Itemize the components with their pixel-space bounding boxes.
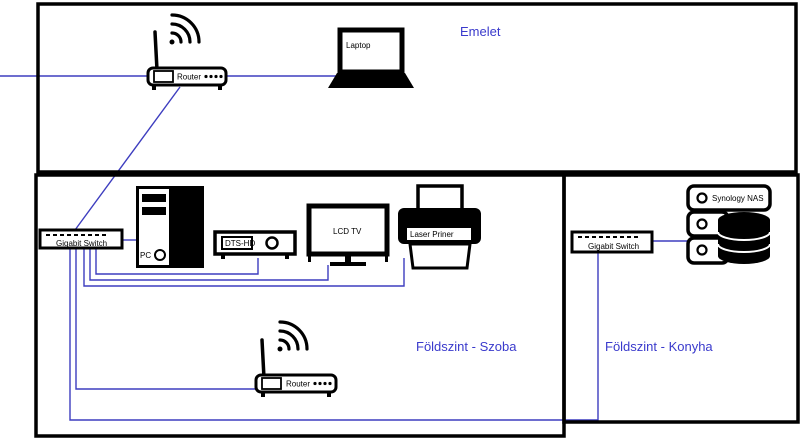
power-button-icon [154, 249, 166, 261]
dts-label: DTS-HD [225, 239, 255, 248]
lcd-tv[interactable]: LCD TV [306, 203, 390, 266]
room-ground-room [34, 173, 566, 438]
room-label-ground-kitchen: Földszint - Konyha [605, 339, 713, 354]
router-bottom-label: Router [286, 380, 310, 389]
pc-drive-bay [142, 194, 166, 202]
room-ground-kitchen [562, 173, 800, 424]
router-top[interactable]: Router [146, 13, 228, 90]
router-foot-left [261, 392, 265, 397]
dts-hd-receiver[interactable]: DTS-HD [213, 230, 297, 259]
nas-label: Synology NAS [712, 194, 764, 203]
laptop[interactable]: Laptop [328, 27, 414, 88]
room-label-upstairs: Emelet [460, 24, 501, 39]
receiver-foot-right [285, 254, 289, 259]
cables [0, 75, 688, 421]
laptop-label: Laptop [346, 41, 371, 50]
antenna-icon [260, 338, 266, 380]
tv-neck [345, 256, 351, 262]
router-foot-right [327, 392, 331, 397]
router-label-box [261, 377, 282, 390]
cable-switch-tv [89, 248, 329, 281]
wifi-signal-icon [277, 320, 309, 352]
nas-top-unit [686, 184, 772, 212]
tv-stand [330, 262, 366, 266]
floor-plan [34, 2, 800, 438]
router-top-label: Router [177, 73, 201, 82]
receiver-label-box [221, 236, 253, 250]
router-foot-right [218, 85, 222, 90]
cable-switch-dts [95, 248, 259, 275]
router-bottom[interactable]: Router [254, 320, 338, 397]
tv-foot-left [308, 254, 311, 262]
printer-output-sheet [408, 242, 472, 270]
switch-left-label: Gigabit Switch [56, 239, 107, 248]
nas-led-icon [696, 244, 708, 256]
cable-router-switch [74, 86, 181, 231]
switch-port-icons [46, 234, 106, 236]
cable-switch-printer [83, 248, 405, 287]
router-label-box [153, 70, 174, 83]
pc-tower[interactable]: PC [136, 186, 204, 268]
laptop-base [328, 73, 414, 88]
pc-label: PC [140, 251, 151, 260]
router-led-icons [313, 381, 332, 386]
gigabit-switch-left[interactable]: Gigabit Switch [38, 228, 124, 250]
router-led-icons [204, 74, 223, 79]
printer-label-box [407, 228, 471, 240]
antenna-icon [153, 30, 159, 72]
switch-port-icons [578, 236, 638, 238]
router-foot-left [152, 85, 156, 90]
pc-drive-bay [142, 207, 166, 215]
synology-nas[interactable]: Synology NAS [686, 184, 772, 265]
tv-foot-right [385, 254, 388, 262]
room-upstairs [36, 2, 798, 174]
laser-printer[interactable]: Laser Priner [398, 184, 481, 270]
wifi-signal-icon [169, 13, 201, 45]
database-icon [717, 212, 771, 264]
room-label-ground-room: Földszint - Szoba [416, 339, 517, 354]
tv-screen [306, 203, 390, 257]
laptop-screen [337, 27, 405, 75]
cable-switch-router2 [75, 248, 256, 390]
volume-knob-icon [265, 236, 279, 250]
nas-led-icon [696, 192, 708, 204]
tv-label: LCD TV [333, 227, 362, 236]
switch-right-label: Gigabit Switch [588, 242, 639, 251]
nas-led-icon [696, 218, 708, 230]
printer-label: Laser Priner [410, 230, 454, 239]
printer-paper-tray [416, 184, 464, 214]
gigabit-switch-right[interactable]: Gigabit Switch [570, 230, 654, 254]
receiver-foot-left [221, 254, 225, 259]
cable-switch-switch2 [69, 248, 599, 421]
